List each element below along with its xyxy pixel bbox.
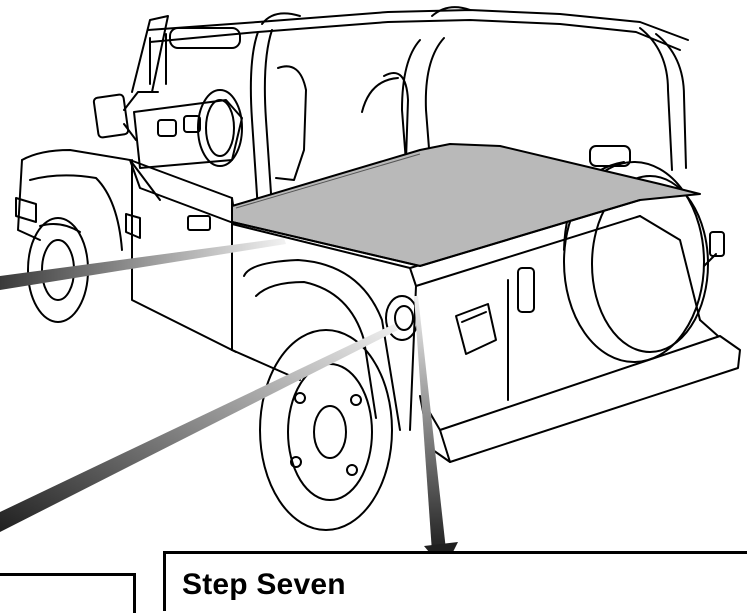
- callout-arrow-down: [414, 296, 446, 552]
- roll-bar: [147, 6, 689, 260]
- windshield-frame: [123, 15, 169, 111]
- previous-step-box: [0, 573, 136, 613]
- step-seven-title: Step Seven: [182, 568, 346, 601]
- jeep-illustration: [0, 6, 741, 570]
- callout-arrow-lower-left: [0, 324, 398, 532]
- tail-light: [455, 303, 497, 355]
- callout-arrow-left: [0, 238, 286, 290]
- front-body: [15, 149, 161, 323]
- brake-light: [589, 145, 631, 167]
- callout-arrows: [0, 238, 458, 570]
- side-mirror: [92, 93, 137, 141]
- step-seven-box: Step Seven: [163, 551, 747, 611]
- dashboard: [133, 89, 243, 169]
- seats: [275, 65, 409, 201]
- rear-bumper: [419, 319, 741, 463]
